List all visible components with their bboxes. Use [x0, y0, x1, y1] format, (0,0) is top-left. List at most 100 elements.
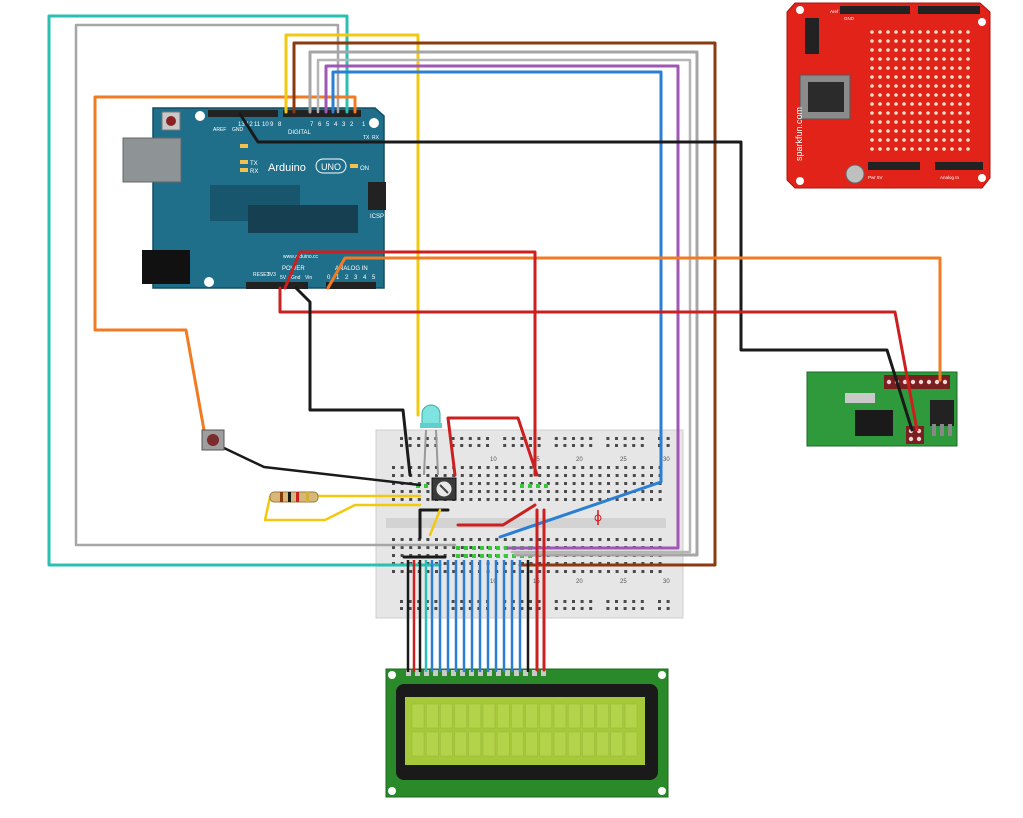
proto-hole — [942, 111, 946, 115]
breadboard-hole — [581, 570, 585, 573]
connected-hole — [480, 546, 484, 550]
gnd-label: GND — [232, 127, 244, 133]
breadboard-col-label: 30 — [663, 579, 670, 585]
tx-label: TX — [250, 161, 258, 167]
rail-hole — [615, 600, 618, 603]
breadboard-hole — [632, 570, 636, 573]
proto-hole — [878, 102, 882, 106]
connected-hole — [504, 554, 508, 558]
breadboard-hole — [615, 474, 619, 477]
proto-hole — [870, 57, 874, 61]
breadboard-hole — [452, 538, 456, 541]
proto-hole — [886, 48, 890, 52]
proto-hole — [934, 39, 938, 43]
breadboard-hole — [589, 490, 593, 493]
rail-hole — [666, 437, 670, 440]
proto-hole — [926, 48, 930, 52]
lcd-pin — [406, 670, 411, 676]
rail-hole — [400, 437, 403, 440]
breadboard-hole — [546, 498, 550, 501]
proto-hole — [966, 147, 970, 151]
breadboard-hole — [624, 466, 628, 469]
breadboard-hole — [538, 490, 542, 493]
analog-header — [326, 282, 376, 289]
rail-hole — [408, 600, 412, 603]
proto-hole — [894, 138, 898, 142]
rail-hole — [425, 444, 429, 447]
rail-hole — [563, 600, 567, 603]
breadboard-hole — [495, 538, 499, 541]
proto-hole — [958, 147, 962, 151]
connected-hole — [472, 554, 476, 558]
breadboard-hole — [495, 466, 499, 469]
connected-hole — [496, 554, 500, 558]
proto-hole — [878, 111, 882, 115]
rail-hole — [572, 600, 575, 603]
rail-hole — [468, 600, 472, 603]
breadboard-hole — [521, 482, 524, 485]
breadboard-hole — [400, 538, 404, 541]
proto-hole — [902, 93, 906, 97]
lcd-cell — [468, 703, 482, 729]
proto-hole — [902, 111, 906, 115]
wire-teal — [47, 14, 442, 567]
wire-gray-middle — [316, 58, 692, 554]
lcd-pin — [532, 670, 537, 676]
rf-pin — [916, 436, 922, 442]
proto-hole — [902, 138, 906, 142]
breadboard-hole — [478, 466, 481, 469]
rail-hole — [529, 607, 532, 610]
breadboard-hole — [400, 554, 404, 557]
proto-hole — [902, 30, 906, 34]
rail-hole — [503, 437, 507, 440]
potentiometer — [431, 477, 457, 501]
proto-hole — [918, 93, 922, 97]
digital-pin-label: 7 — [310, 122, 314, 128]
lcd-pin — [541, 670, 546, 676]
lcd-pin — [523, 670, 528, 676]
rail-hole — [563, 437, 567, 440]
proto-hole — [886, 57, 890, 61]
lcd-cell — [596, 731, 609, 757]
proto-hole — [942, 84, 946, 88]
breadboard-hole — [624, 498, 628, 501]
proto-hole — [878, 75, 882, 79]
rail-hole — [460, 444, 464, 447]
proto-hole — [918, 30, 922, 34]
resistor — [269, 491, 319, 503]
proto-hole — [966, 93, 970, 97]
digital-pin-label: 5 — [326, 122, 330, 128]
proto-hole — [902, 66, 906, 70]
breadboard-col-label: 25 — [620, 579, 627, 585]
rail-hole — [529, 444, 532, 447]
proto-hole — [958, 120, 962, 124]
proto-hole — [894, 75, 898, 79]
lcd-display — [385, 668, 669, 798]
breadboard-hole — [581, 490, 585, 493]
proto-hole — [878, 120, 882, 124]
breadboard-hole — [400, 498, 404, 501]
breadboard-hole — [598, 538, 602, 541]
breadboard-hole — [546, 466, 550, 469]
lcd-cell — [482, 703, 496, 729]
rail-hole — [468, 444, 472, 447]
breadboard-hole — [417, 474, 421, 477]
proto-hole — [942, 120, 946, 124]
proto-hole — [958, 39, 962, 43]
lcd-pin — [424, 670, 429, 676]
proto-hole — [926, 66, 930, 70]
lcd-pin — [514, 670, 519, 676]
lcd-cell — [496, 731, 510, 757]
proto-hole — [910, 75, 914, 79]
breadboard-hole — [589, 498, 593, 501]
lcd-pin — [487, 670, 492, 676]
rf-chip — [855, 410, 893, 436]
breadboard-hole — [469, 554, 473, 557]
proto-hole — [958, 66, 962, 70]
breadboard-hole — [400, 570, 404, 573]
breadboard-hole — [478, 474, 481, 477]
usb-connector — [122, 137, 182, 183]
proto-hole — [966, 102, 970, 106]
proto-hole — [926, 30, 930, 34]
